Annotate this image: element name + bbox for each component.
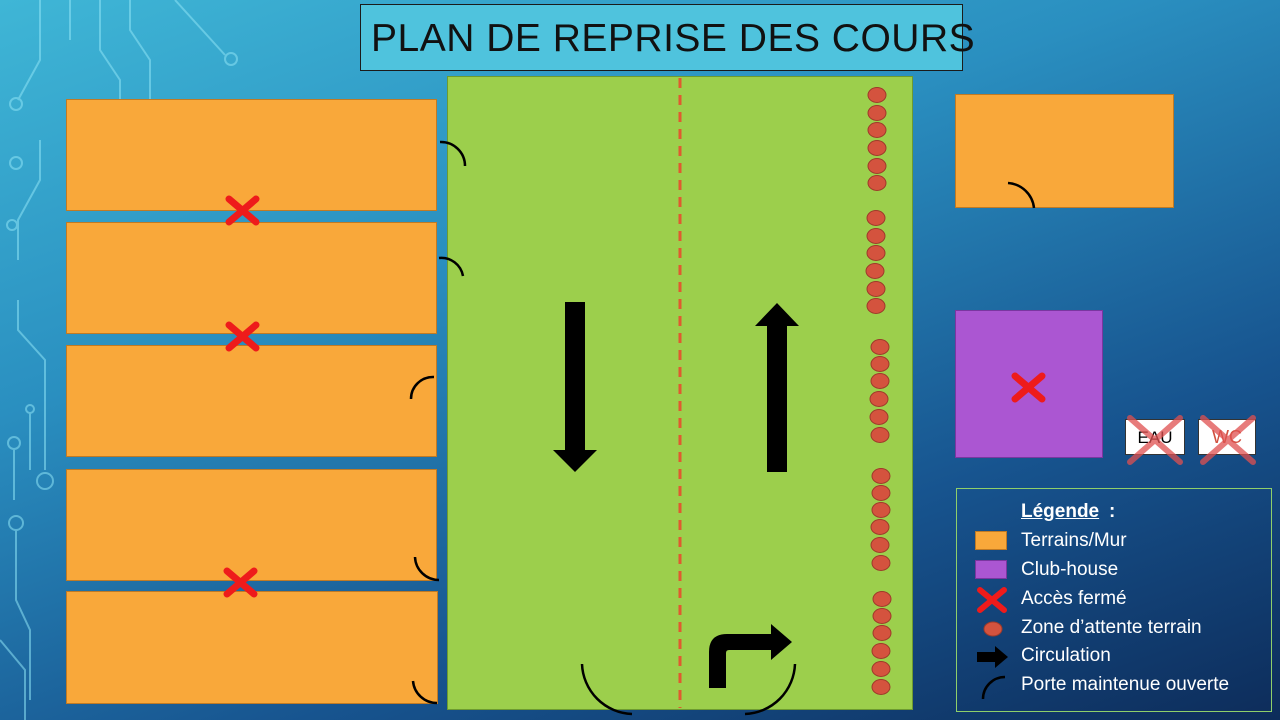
legend-colon: : bbox=[1109, 501, 1116, 522]
red-cross-icon bbox=[977, 587, 1007, 613]
legend-label-clubhouse: Club-house bbox=[1021, 559, 1119, 580]
legend-label-waiting: Zone d’attente terrain bbox=[1021, 617, 1202, 638]
door-arc-icon bbox=[409, 140, 1036, 716]
closed-access-icon bbox=[223, 195, 1046, 598]
court-4 bbox=[66, 469, 437, 581]
arrow-down-icon bbox=[553, 302, 597, 472]
door-arc-legend-icon bbox=[981, 675, 1006, 700]
legend-label-circulation: Circulation bbox=[1021, 645, 1111, 666]
page-title: PLAN DE REPRISE DES COURS bbox=[371, 17, 976, 60]
legend-label-door: Porte maintenue ouverte bbox=[1021, 674, 1230, 695]
legend: Légende : Terrains/Mur Club-house Accès … bbox=[956, 488, 1272, 712]
arrow-turn-icon bbox=[709, 624, 792, 688]
legend-title: Légende bbox=[1021, 501, 1100, 522]
court-5 bbox=[66, 591, 438, 704]
legend-label-closed: Accès fermé bbox=[1021, 588, 1127, 609]
court-1 bbox=[66, 99, 437, 211]
red-oval-icon bbox=[983, 621, 1003, 637]
orange-box-icon bbox=[975, 531, 1007, 550]
legend-label-courts: Terrains/Mur bbox=[1021, 530, 1127, 551]
black-arrow-icon bbox=[977, 646, 1008, 668]
closed-water-icon bbox=[1127, 415, 1256, 465]
title-box: PLAN DE REPRISE DES COURS bbox=[360, 4, 975, 71]
purple-box-icon bbox=[975, 560, 1007, 579]
arrow-up-icon bbox=[755, 303, 799, 472]
waiting-zone-dots bbox=[865, 87, 892, 695]
court-wall bbox=[955, 94, 1174, 208]
